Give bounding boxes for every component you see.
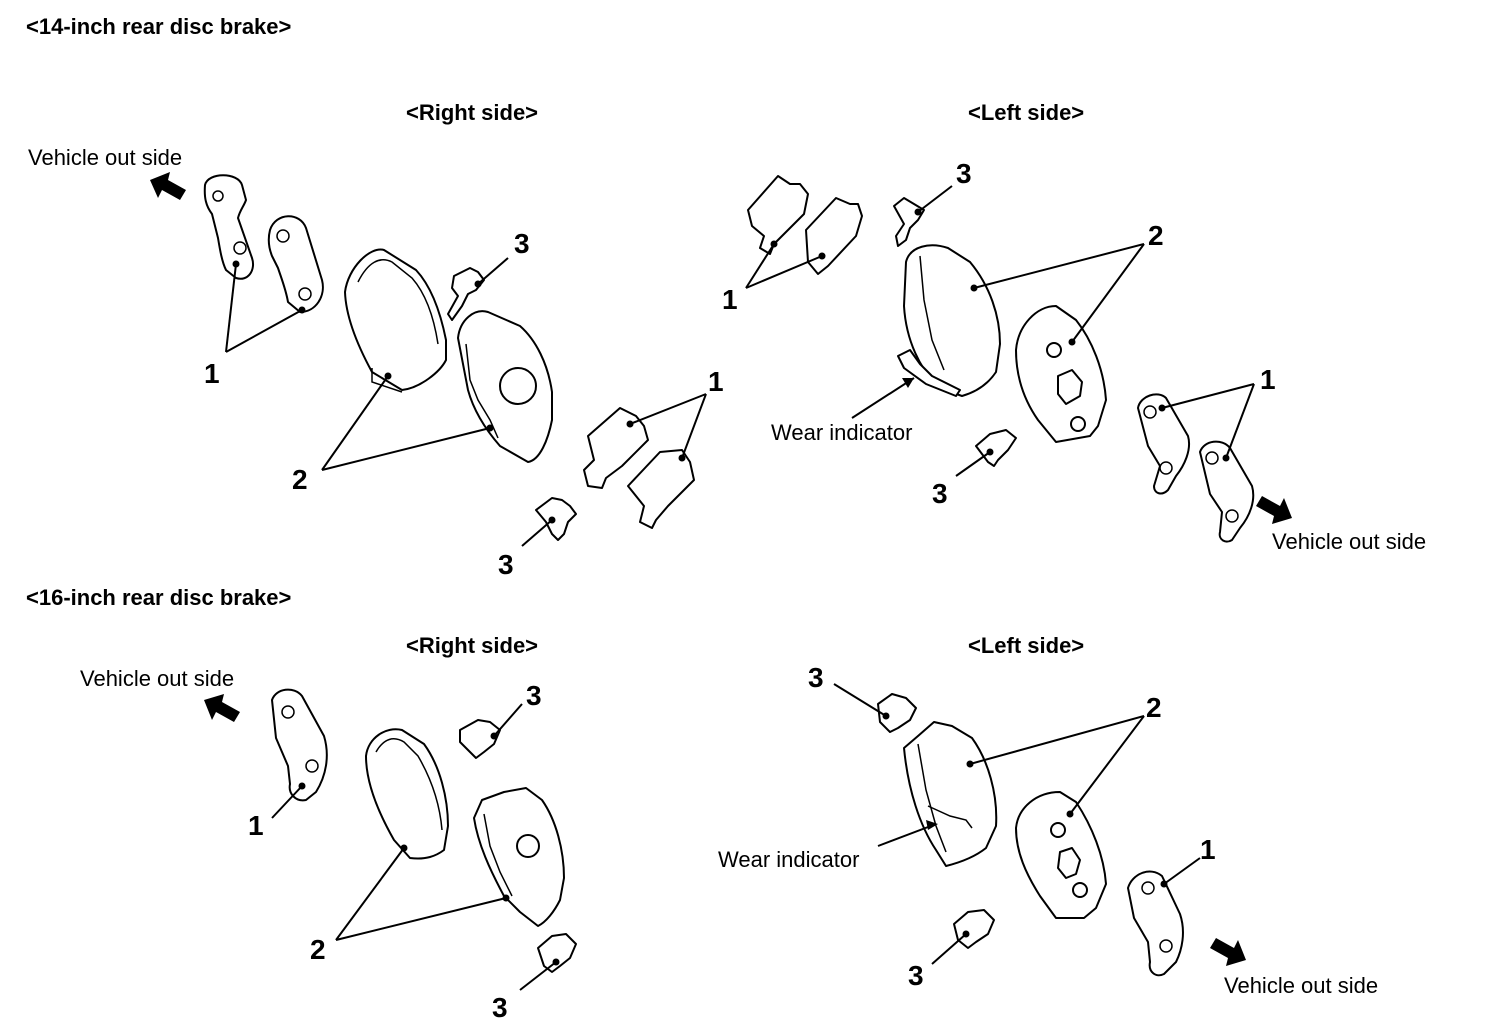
shim-part [1199,440,1255,543]
callout-leaders [271,703,560,991]
vehicle-out-arrow [150,172,186,200]
vehicle-out-arrow [1210,938,1246,966]
vehicle-out-side-label: Vehicle out side [1272,529,1427,554]
clip-part [893,197,925,247]
shim-part [1137,393,1190,495]
clip-part [447,267,485,321]
callout-number: 3 [526,680,542,711]
callout-number: 1 [204,358,220,389]
left-side-title: <Left side> [968,100,1085,125]
brake-pad-outer [365,728,449,860]
shim-part [271,688,328,802]
shim-part [627,449,695,529]
brake-pad-outer [1015,791,1107,919]
callout-number: 3 [808,662,824,693]
shim-part [203,174,254,280]
right-side-title: <Right side> [406,633,539,658]
callout-number: 2 [1148,220,1164,251]
clip-part [535,497,577,541]
callout-leaders [225,257,707,547]
callout-number: 1 [722,284,738,315]
section-title-14-inch: <14-inch rear disc brake> [26,14,292,39]
vehicle-out-side-label: Vehicle out side [80,666,235,691]
brake-pad-inner [897,244,1001,397]
clip-part [877,693,917,733]
callout-number: 1 [1260,364,1276,395]
shim-part [747,175,809,255]
shim-part [583,407,649,489]
clip-part [953,909,995,949]
brake-pad-inner [457,310,553,463]
clip-part [459,719,501,759]
callout-number: 3 [956,158,972,189]
brake-pad-outer [344,248,447,393]
left-side-title: <Left side> [968,633,1085,658]
clip-part [537,933,577,973]
vehicle-out-arrow [1256,496,1292,524]
callout-number: 2 [1146,692,1162,723]
brake-pad-inner [903,721,998,867]
shim-part [1127,870,1184,977]
callout-number: 1 [248,810,264,841]
callout-number: 3 [514,228,530,259]
vehicle-out-arrow [204,694,240,722]
wear-indicator-label: Wear indicator [771,420,913,445]
section-title-16-inch: <16-inch rear disc brake> [26,585,292,610]
callout-leaders [745,185,1255,477]
shim-part [805,197,863,275]
callout-number: 1 [708,366,724,397]
vehicle-out-side-label: Vehicle out side [1224,973,1379,998]
wear-indicator-label: Wear indicator [718,847,860,872]
callout-number: 1 [1200,834,1216,865]
callout-leaders [833,683,1201,965]
brake-pad-inner [473,787,565,927]
shim-part [267,215,324,313]
clip-part [975,429,1017,467]
callout-number: 3 [908,960,924,991]
callout-number: 3 [492,992,508,1023]
brake-pad-outer [1015,305,1107,443]
callout-number: 3 [498,549,514,580]
callout-number: 3 [932,478,948,509]
callout-number: 2 [310,934,326,965]
vehicle-out-side-label: Vehicle out side [28,145,183,170]
right-side-title: <Right side> [406,100,539,125]
callout-number: 2 [292,464,308,495]
